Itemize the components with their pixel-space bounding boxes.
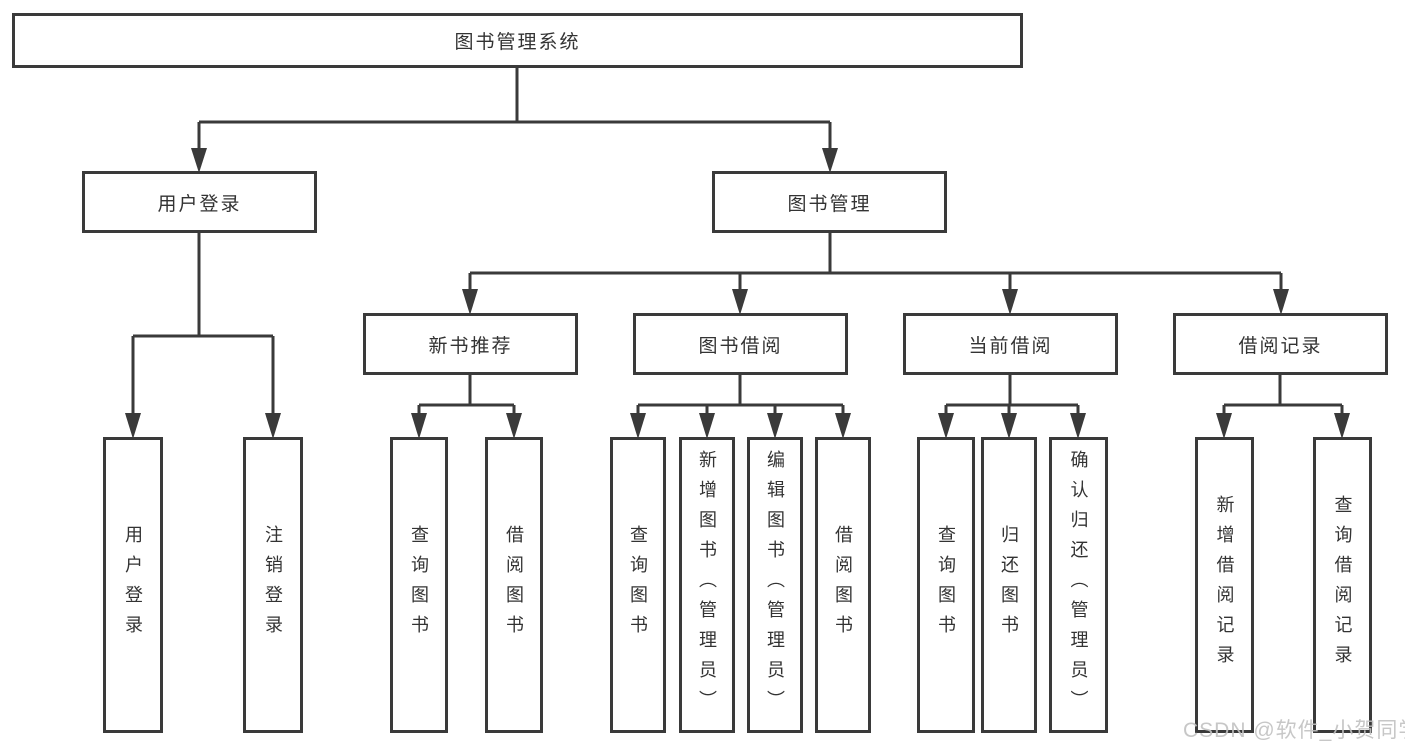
node-book-borrowing-label: 图书借阅 <box>698 335 783 357</box>
leaf-add-book-admin-label: 新增图书（管理员） <box>697 450 717 720</box>
node-library-system: 图书管理系统 <box>12 13 1023 68</box>
leaf-query-books-3: 查询图书 <box>917 437 975 733</box>
leaf-return-books: 归还图书 <box>981 437 1037 733</box>
leaf-logout-label: 注销登录 <box>263 525 283 645</box>
node-new-book-recommend: 新书推荐 <box>363 313 578 375</box>
node-new-book-recommend-label: 新书推荐 <box>428 335 513 357</box>
leaf-query-borrow-record-label: 查询借阅记录 <box>1332 495 1353 675</box>
leaf-confirm-return-admin: 确认归还（管理员） <box>1049 437 1108 733</box>
leaf-borrow-books-2-label: 借阅图书 <box>833 525 853 645</box>
leaf-return-books-label: 归还图书 <box>999 525 1019 645</box>
node-current-borrowing-label: 当前借阅 <box>968 335 1053 357</box>
leaf-query-books-3-label: 查询图书 <box>936 525 956 645</box>
leaf-edit-book-admin: 编辑图书（管理员） <box>747 437 803 733</box>
leaf-edit-book-admin-label: 编辑图书（管理员） <box>765 450 785 720</box>
leaf-query-books-2-label: 查询图书 <box>628 525 648 645</box>
arrowheads <box>125 148 1350 439</box>
leaf-query-books-1: 查询图书 <box>390 437 448 733</box>
leaf-borrow-books-2: 借阅图书 <box>815 437 871 733</box>
leaf-query-borrow-record: 查询借阅记录 <box>1313 437 1372 733</box>
leaf-user-login: 用户登录 <box>103 437 163 733</box>
leaf-confirm-return-admin-label: 确认归还（管理员） <box>1068 450 1089 720</box>
node-book-management: 图书管理 <box>712 171 947 233</box>
csdn-watermark: CSDN @软件_小贺同学 <box>1183 719 1405 742</box>
leaf-user-login-label: 用户登录 <box>123 525 143 645</box>
leaf-add-borrow-record: 新增借阅记录 <box>1195 437 1254 733</box>
leaf-borrow-books-1-label: 借阅图书 <box>504 525 524 645</box>
node-book-borrowing: 图书借阅 <box>633 313 848 375</box>
node-current-borrowing: 当前借阅 <box>903 313 1118 375</box>
leaf-logout: 注销登录 <box>243 437 303 733</box>
node-book-management-label: 图书管理 <box>787 193 872 215</box>
node-borrowing-records: 借阅记录 <box>1173 313 1388 375</box>
node-user-login-label: 用户登录 <box>157 193 242 215</box>
node-user-login: 用户登录 <box>82 171 317 233</box>
leaf-query-books-1-label: 查询图书 <box>409 525 429 645</box>
node-borrowing-records-label: 借阅记录 <box>1238 335 1323 357</box>
leaf-add-book-admin: 新增图书（管理员） <box>679 437 735 733</box>
leaf-query-books-2: 查询图书 <box>610 437 666 733</box>
leaf-borrow-books-1: 借阅图书 <box>485 437 543 733</box>
leaf-add-borrow-record-label: 新增借阅记录 <box>1214 495 1235 675</box>
node-library-system-label: 图书管理系统 <box>454 32 581 53</box>
